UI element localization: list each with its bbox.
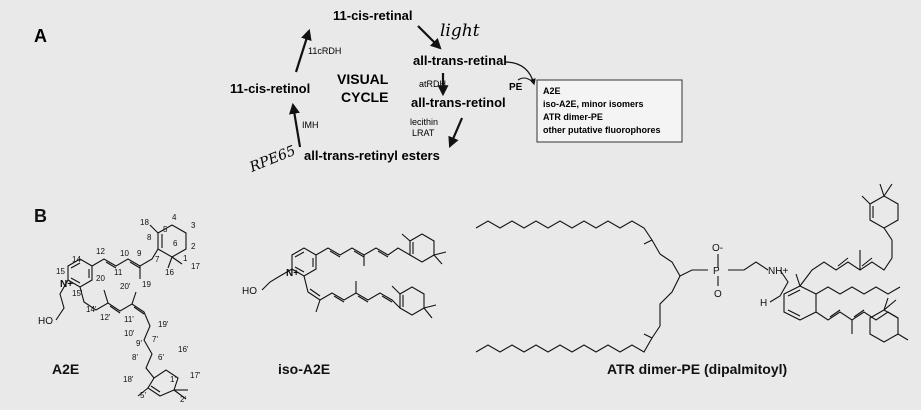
- enzyme-atrdh: atRDH: [419, 79, 446, 89]
- locant: 19: [142, 280, 151, 289]
- locant: 6': [158, 353, 164, 362]
- atom-o: O: [714, 289, 722, 300]
- locant: 10: [120, 249, 129, 258]
- atom-ho: HO: [38, 316, 53, 327]
- locant: 18: [140, 218, 149, 227]
- locant: 2': [180, 395, 186, 404]
- locant: 15': [72, 289, 83, 298]
- iso-atom-n-plus: N+: [286, 268, 299, 279]
- locant: 9': [136, 339, 142, 348]
- iso-a2e-structure: [261, 233, 447, 319]
- locant: 5': [140, 391, 146, 400]
- locant: 12': [100, 313, 111, 322]
- arrow-light: [417, 25, 442, 50]
- locant: 14: [72, 255, 81, 264]
- locant: 16': [178, 345, 189, 354]
- label-all-trans-retinyl-esters: all-trans-retinyl esters: [304, 148, 440, 163]
- locant: 7: [155, 255, 160, 264]
- a2e-locants: 18 4 3 5 6 2 1 17 16 7 8 9 10 12 11 19 1…: [56, 213, 201, 404]
- a2e-name: A2E: [52, 361, 79, 377]
- panel-b-label: B: [34, 206, 47, 226]
- enzyme-lecithin: lecithin: [410, 117, 438, 127]
- arrow-retinol-to-esters: [448, 117, 464, 149]
- locant: 14': [86, 305, 97, 314]
- locant: 8: [147, 233, 152, 242]
- locant: 6: [173, 239, 178, 248]
- locant: 20': [120, 282, 131, 291]
- arrow-pe-join: [517, 77, 531, 81]
- label-11-cis-retinol: 11-cis-retinol: [230, 81, 310, 96]
- enzyme-11crdh: 11cRDH: [308, 46, 341, 56]
- atr-atom-labels: O- O P NH+ H: [712, 243, 788, 309]
- atr-dimer-pe-structure: [475, 183, 909, 353]
- arrow-retinol-to-retinal: [294, 28, 312, 73]
- locant: 12: [96, 247, 105, 256]
- locant: 2: [191, 242, 196, 251]
- product-item: iso-A2E, minor isomers: [543, 99, 644, 109]
- locant: 10': [124, 329, 135, 338]
- locant: 17: [191, 262, 200, 271]
- atom-n-plus: N+: [60, 279, 73, 290]
- iso-a2e-name: iso-A2E: [278, 361, 330, 377]
- locant: 8': [132, 353, 138, 362]
- locant: 11: [114, 268, 123, 277]
- locant: 5: [163, 225, 168, 234]
- locant: 11': [124, 315, 134, 324]
- iso-atom-ho: HO: [242, 286, 257, 297]
- label-rpe65: RPE65: [247, 143, 299, 176]
- arrow-esters-to-cis-retinol: [289, 102, 302, 148]
- locant: 20: [96, 274, 105, 283]
- product-item: other putative fluorophores: [543, 125, 661, 135]
- atom-h: H: [760, 298, 767, 309]
- panel-b: B N+ HO: [34, 183, 909, 404]
- atom-p: P: [713, 266, 720, 277]
- product-item: A2E: [543, 86, 561, 96]
- label-visual: VISUAL: [337, 71, 389, 87]
- label-11-cis-retinal: 11-cis-retinal: [333, 8, 413, 23]
- locant: 3: [191, 221, 196, 230]
- enzyme-lrat: LRAT: [412, 128, 435, 138]
- label-pe: PE: [509, 82, 523, 93]
- locant: 9: [137, 249, 142, 258]
- product-item: ATR dimer-PE: [543, 112, 603, 122]
- locant: 4: [172, 213, 177, 222]
- atr-dimer-pe-name: ATR dimer-PE (dipalmitoyl): [607, 361, 787, 377]
- enzyme-imh: IMH: [302, 120, 319, 130]
- label-all-trans-retinal: all-trans-retinal: [413, 53, 507, 68]
- locant: 1': [170, 375, 176, 384]
- a2e-structure: [55, 224, 188, 400]
- locant: 17': [190, 371, 201, 380]
- locant: 16: [165, 268, 174, 277]
- atom-nh-plus: NH+: [768, 266, 788, 277]
- atom-o-minus: O-: [712, 243, 723, 254]
- panel-a-label: A: [34, 26, 47, 46]
- products-box: [536, 79, 683, 143]
- label-all-trans-retinol: all-trans-retinol: [411, 95, 506, 110]
- locant: 19': [158, 320, 169, 329]
- locant: 1: [183, 254, 188, 263]
- label-light: light: [440, 21, 480, 41]
- locant: 15: [56, 267, 65, 276]
- locant: 7': [152, 335, 158, 344]
- label-cycle: CYCLE: [341, 89, 388, 105]
- arrow-retinal-to-products: [504, 61, 536, 86]
- panel-a: A 11-cis-retinal light 11-cis-retinol VI…: [34, 8, 683, 176]
- locant: 18': [123, 375, 134, 384]
